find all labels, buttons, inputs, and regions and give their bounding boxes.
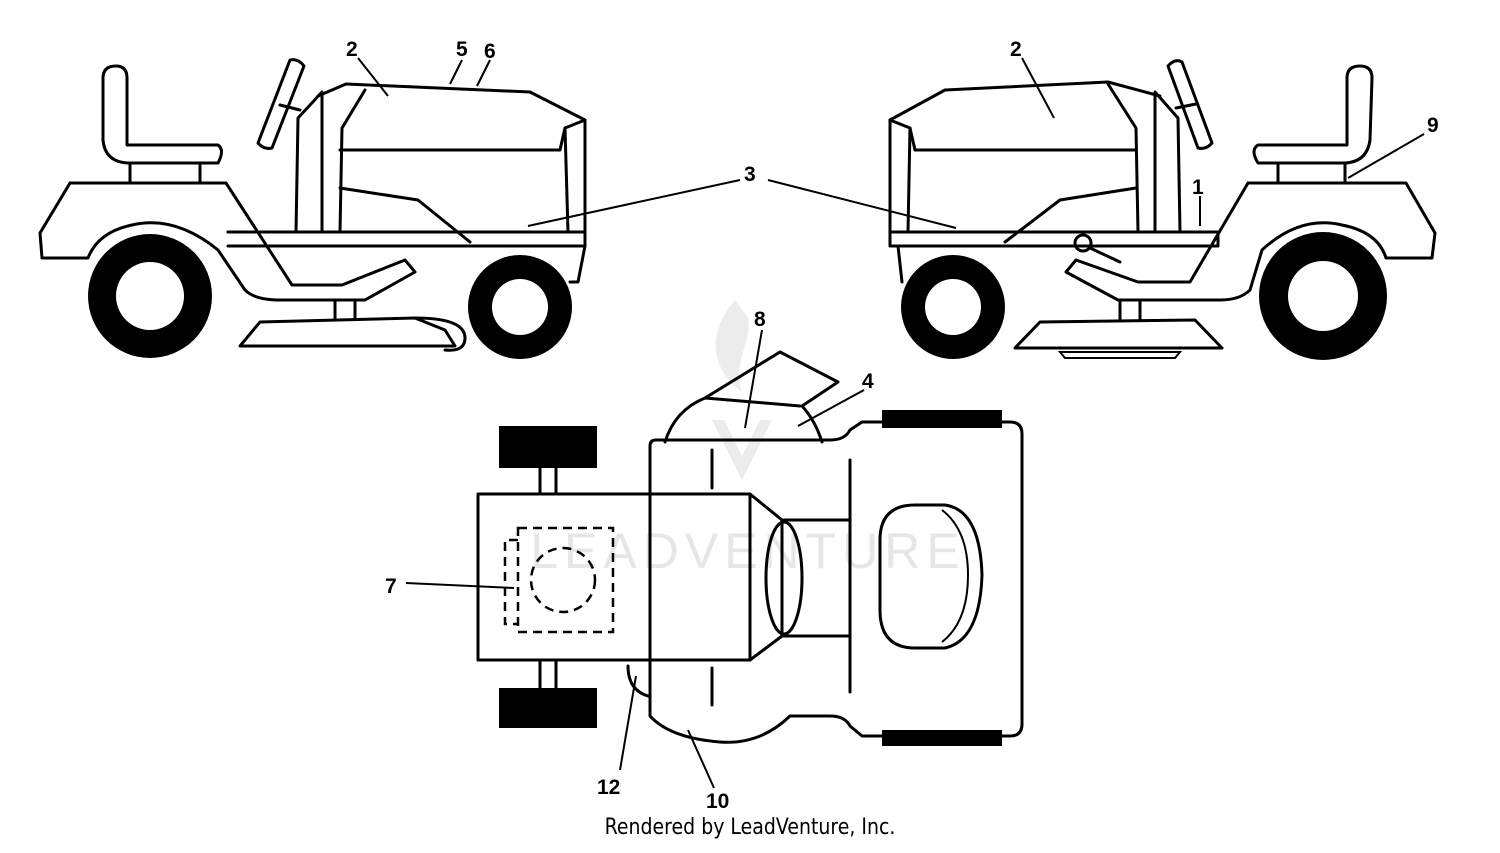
top-view (476, 350, 1024, 746)
right-side-view (888, 59, 1437, 360)
callout-8: 8 (754, 308, 766, 331)
footer-credit: Rendered by LeadVenture, Inc. (604, 815, 896, 840)
callout-7: 7 (385, 575, 397, 598)
callout-2-right: 2 (1010, 38, 1022, 61)
callout-3: 3 (744, 163, 756, 186)
callout-4: 4 (862, 370, 874, 393)
watermark-text: LEADVENTURE (530, 523, 966, 579)
left-side-view (38, 58, 587, 359)
callout-2-left: 2 (346, 38, 358, 61)
callout-12: 12 (597, 776, 620, 799)
callout-10: 10 (706, 790, 729, 813)
callout-5: 5 (456, 38, 468, 61)
callout-9: 9 (1427, 114, 1439, 137)
callout-1: 1 (1192, 176, 1204, 199)
callout-numbers: 2 5 6 3 2 9 1 8 4 7 12 10 (346, 38, 1439, 813)
watermark: LEADVENTURE (530, 300, 966, 579)
callout-6: 6 (484, 40, 496, 63)
callout-leaders (357, 57, 1425, 789)
